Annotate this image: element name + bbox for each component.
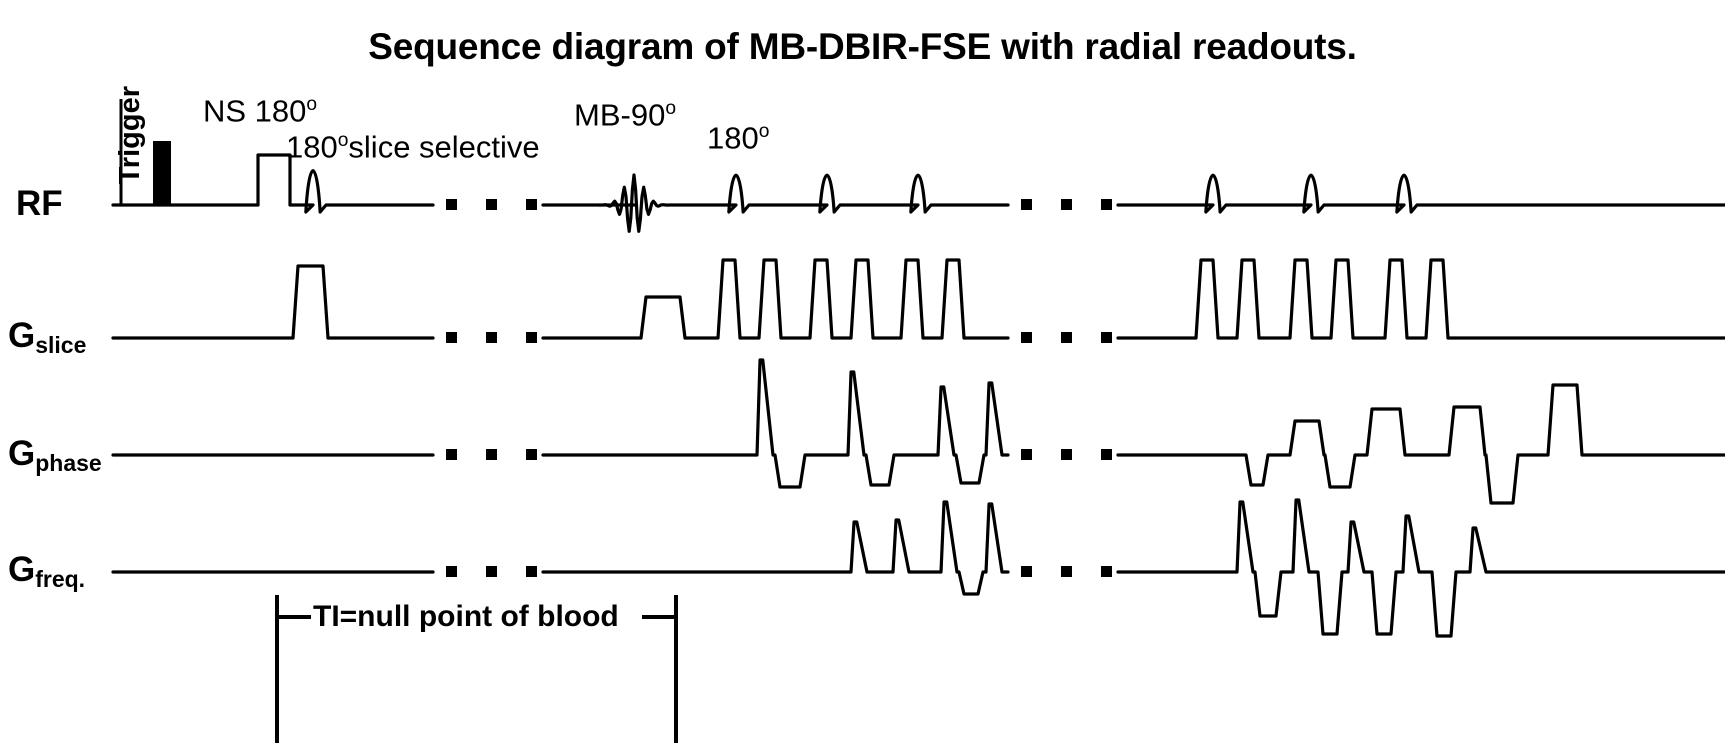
row-label-gslice-sub: slice <box>35 332 87 358</box>
waveform-rf-segment-2 <box>1118 175 1725 212</box>
ellipsis-dot <box>1021 449 1032 460</box>
waveform-rf-segment-1 <box>543 175 1008 231</box>
row-label-gslice-main: G <box>8 316 36 355</box>
ellipsis-dot <box>446 566 457 577</box>
annotation-slice-selective-180-degree: o <box>337 130 349 151</box>
ellipsis-dot <box>1061 199 1072 210</box>
waveform-gslice-segment-2 <box>1118 260 1725 338</box>
ellipsis-dot <box>486 566 497 577</box>
annotation-mb90: MB-90o <box>574 99 676 130</box>
waveform-gphase-segment-1 <box>543 360 1008 487</box>
row-label-gfreq: Gfreq. <box>8 550 85 591</box>
ellipsis-dot <box>526 199 537 210</box>
ellipsis-dot <box>446 449 457 460</box>
annotation-slice-selective-180: 180oslice selective <box>286 131 540 162</box>
annotation-refocus-180-text: 180 <box>707 120 759 156</box>
page-title: Sequence diagram of MB-DBIR-FSE with rad… <box>368 26 1357 67</box>
ellipsis-dot <box>526 449 537 460</box>
row-label-gphase-main: G <box>8 434 36 473</box>
row-label-gslice: Gslice <box>8 316 86 357</box>
ellipsis-dot <box>526 566 537 577</box>
ellipsis-dot <box>1021 332 1032 343</box>
waveform-gfreq-segment-2 <box>1118 500 1725 636</box>
ellipsis-dot <box>486 449 497 460</box>
waveform-gslice-segment-1 <box>543 260 1008 338</box>
row-label-gphase: Gphase <box>8 434 102 475</box>
ellipsis-dot <box>1101 566 1112 577</box>
waveform-gphase-segment-2 <box>1118 385 1725 503</box>
waveform-gslice-segment-0 <box>113 266 433 338</box>
annotation-slice-selective-suffix: slice selective <box>348 129 540 165</box>
annotation-ns180-text: NS 180 <box>203 93 307 129</box>
row-label-gfreq-main: G <box>8 550 36 589</box>
annotation-ns180-degree: o <box>306 94 318 115</box>
annotation-mb90-degree: o <box>665 98 676 119</box>
row-label-gfreq-sub: freq. <box>35 566 86 592</box>
ellipsis-dot <box>1101 199 1112 210</box>
trigger-bar <box>153 141 171 205</box>
row-label-rf: RF <box>16 186 63 221</box>
ellipsis-dot <box>446 199 457 210</box>
annotation-ns180: NS 180o <box>203 95 317 126</box>
annotation-slice-selective-180-text: 180 <box>286 129 338 165</box>
ellipsis-dot <box>1061 449 1072 460</box>
ellipsis-dot <box>486 332 497 343</box>
annotation-refocus-180-degree: o <box>758 121 770 142</box>
ellipsis-dot <box>1101 332 1112 343</box>
ellipsis-dot <box>526 332 537 343</box>
ti-interval-label: TI=null point of blood <box>313 600 619 633</box>
ellipsis-dot <box>1061 566 1072 577</box>
row-label-gphase-sub: phase <box>35 450 102 476</box>
ellipsis-dot <box>1021 199 1032 210</box>
ellipsis-dot <box>1061 332 1072 343</box>
ellipsis-dot <box>486 199 497 210</box>
ellipsis-dot <box>1101 449 1112 460</box>
ellipsis-dot <box>446 332 457 343</box>
waveform-rf-segment-0 <box>113 155 433 212</box>
waveform-gfreq-segment-1 <box>543 502 1008 594</box>
annotation-mb90-text: MB-90 <box>574 97 666 133</box>
row-label-rf-main: RF <box>16 184 63 223</box>
annotation-refocus-180: 180o <box>707 122 769 153</box>
ellipsis-dot <box>1021 566 1032 577</box>
